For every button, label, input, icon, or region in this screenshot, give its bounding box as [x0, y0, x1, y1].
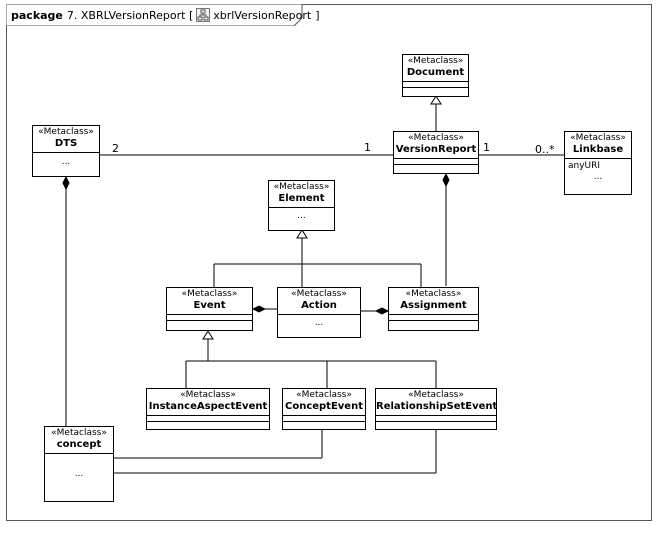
class-name: Linkbase — [572, 144, 624, 155]
stereotype-label: «Metaclass» — [181, 289, 238, 299]
package-title: 7. XBRLVersionReport [ — [66, 8, 194, 22]
class-name: InstanceAspectEvent — [148, 401, 268, 412]
composition-diamond-event — [251, 305, 267, 313]
attribute-compartment — [394, 159, 478, 165]
class-relationshipsetevent[interactable]: «Metaclass» RelationshipSetEvent — [375, 388, 497, 430]
package-keyword: package — [11, 8, 63, 22]
class-name: Assignment — [400, 300, 467, 311]
class-name: Event — [193, 300, 226, 311]
class-action[interactable]: «Metaclass» Action ... — [277, 287, 361, 338]
class-instanceaspectevent[interactable]: «Metaclass» InstanceAspectEvent — [146, 388, 270, 430]
stereotype-label: «Metaclass» — [405, 289, 462, 299]
attribute-compartment — [147, 416, 269, 422]
class-versionreport[interactable]: «Metaclass» VersionReport — [393, 131, 479, 174]
stereotype-label: «Metaclass» — [51, 428, 107, 438]
multiplicity-versionreport-left: 1 — [364, 141, 371, 154]
attribute-compartment: anyURI — [568, 161, 601, 171]
stereotype-label: «Metaclass» — [408, 133, 464, 143]
multiplicity-linkbase: 0..* — [535, 143, 555, 156]
class-name: ConceptEvent — [284, 401, 363, 412]
generalization-arrowhead-element — [296, 229, 308, 239]
package-frame — [6, 4, 652, 521]
multiplicity-versionreport-right: 1 — [483, 141, 490, 154]
class-conceptevent[interactable]: «Metaclass» ConceptEvent — [282, 388, 366, 430]
composition-diamond-assignment — [374, 307, 390, 315]
stereotype-label: «Metaclass» — [273, 182, 330, 192]
class-name: VersionReport — [395, 144, 477, 155]
class-event[interactable]: «Metaclass» Event — [166, 287, 253, 331]
attribute-compartment — [167, 315, 252, 321]
attribute-compartment — [389, 315, 478, 321]
class-name: DTS — [54, 138, 78, 149]
class-element[interactable]: «Metaclass» Element ... — [268, 180, 335, 231]
stereotype-label: «Metaclass» — [291, 289, 347, 299]
multiplicity-dts: 2 — [112, 142, 119, 155]
stereotype-label: «Metaclass» — [570, 133, 626, 143]
class-name: Document — [406, 67, 465, 78]
generalization-arrowhead — [430, 95, 442, 105]
generalization-arrowhead-event — [202, 330, 214, 340]
class-name: concept — [56, 439, 102, 450]
stereotype-label: «Metaclass» — [408, 390, 464, 400]
class-name: RelationshipSetEvent — [376, 401, 498, 412]
class-name: Element — [278, 193, 325, 204]
class-linkbase[interactable]: «Metaclass» Linkbase anyURI ... — [564, 131, 632, 195]
diagram-icon — [196, 8, 211, 22]
stereotype-label: «Metaclass» — [180, 390, 236, 400]
stereotype-label: «Metaclass» — [38, 127, 94, 137]
attribute-compartment — [403, 82, 468, 88]
attribute-compartment — [376, 416, 496, 422]
composition-diamond-dts — [62, 175, 70, 191]
class-concept[interactable]: «Metaclass» concept ... — [44, 426, 114, 502]
stereotype-label: «Metaclass» — [407, 56, 464, 66]
operation-compartment: ... — [593, 172, 603, 182]
package-subtitle: xbrlVersionReport — [213, 8, 312, 22]
class-document[interactable]: «Metaclass» Document — [402, 54, 469, 97]
attribute-compartment: ... — [61, 157, 71, 167]
stereotype-label: «Metaclass» — [296, 390, 352, 400]
package-close-bracket: ] — [315, 8, 320, 22]
attribute-compartment: ... — [314, 318, 324, 328]
attribute-compartment: ... — [74, 469, 84, 479]
composition-diamond-versionreport — [442, 172, 450, 188]
attribute-compartment — [283, 416, 365, 422]
class-dts[interactable]: «Metaclass» DTS ... — [32, 125, 100, 177]
class-assignment[interactable]: «Metaclass» Assignment — [388, 287, 479, 331]
attribute-compartment: ... — [297, 211, 306, 221]
class-name: Action — [301, 300, 337, 311]
